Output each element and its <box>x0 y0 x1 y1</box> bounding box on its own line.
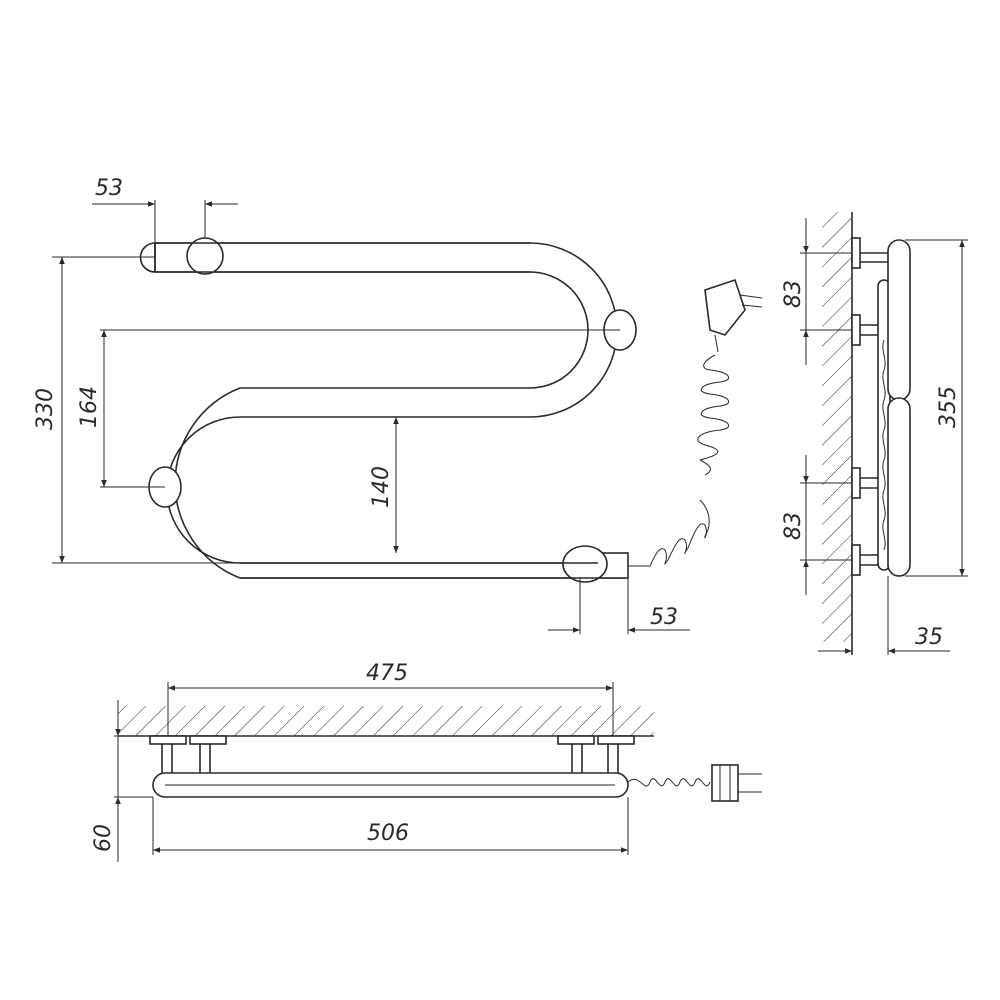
dim-506: 506 <box>152 797 629 855</box>
dim-label-140: 140 <box>369 466 394 508</box>
dim-330: 330 <box>33 256 240 564</box>
dim-side-355: 355 <box>905 239 968 577</box>
dim-label-60: 60 <box>91 824 116 852</box>
plug-side <box>711 764 739 802</box>
dim-475: 475 <box>167 661 614 736</box>
dim-side-83-bottom: 83 <box>781 455 852 595</box>
dim-label-bottom-53: 53 <box>650 605 678 630</box>
side-tube-front-top <box>887 239 911 401</box>
side-view: 83 83 355 35 <box>781 212 968 655</box>
dim-label-side-35: 35 <box>915 625 943 650</box>
side-tube-front-bottom <box>887 397 911 577</box>
dim-60: 60 <box>91 700 153 862</box>
dim-label-side-83-top: 83 <box>781 280 806 308</box>
dim-side-35: 35 <box>818 576 950 655</box>
dim-164: 164 <box>77 329 620 488</box>
front-view: 53 330 164 140 53 <box>33 176 763 634</box>
coiled-cable <box>628 499 710 567</box>
s-tube-inner <box>155 271 625 579</box>
dim-label-side-83-bottom: 83 <box>781 512 806 540</box>
side-wall-hatch <box>822 212 852 642</box>
bracket-bottom-right <box>562 545 608 583</box>
dim-label-506: 506 <box>367 821 409 846</box>
plug-top <box>704 278 763 353</box>
dim-label-164: 164 <box>77 386 102 428</box>
top-left-cap <box>139 242 156 273</box>
top-view: 475 506 60 <box>91 661 762 862</box>
dim-label-330: 330 <box>33 388 58 430</box>
dim-bottom-53: 53 <box>548 578 690 634</box>
top-brackets <box>149 735 635 773</box>
dim-label-475: 475 <box>366 661 408 686</box>
dim-140: 140 <box>369 417 399 553</box>
top-wall-hatch <box>118 706 654 736</box>
dim-label-top-53: 53 <box>95 176 123 201</box>
s-tube-outer <box>155 242 625 564</box>
dim-side-83-top: 83 <box>781 218 852 365</box>
dim-label-side-355: 355 <box>936 386 961 428</box>
dim-top-53: 53 <box>92 176 238 243</box>
